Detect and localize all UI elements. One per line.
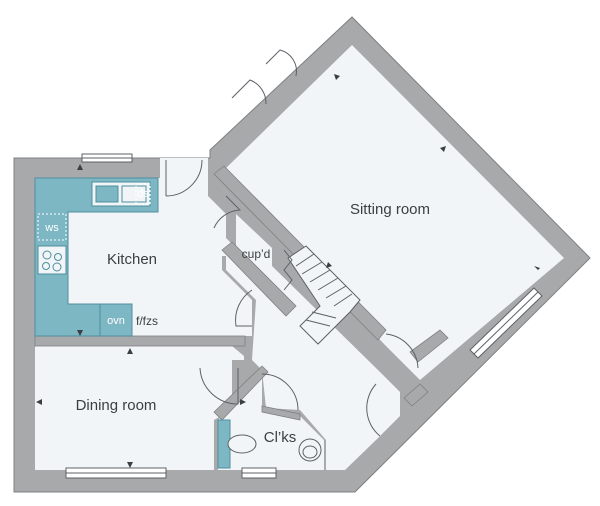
label-oven: ovn [107, 315, 125, 327]
kitchen-units [34, 177, 159, 337]
windows [65, 153, 543, 479]
label-washer: ws [44, 222, 59, 234]
washer-unit [37, 213, 67, 241]
hall-floor [226, 214, 400, 470]
hob [37, 245, 67, 275]
room-label-dining: Dining room [76, 397, 157, 414]
doors [165, 49, 419, 437]
sitting-floor [224, 45, 564, 380]
lobby-floor [160, 158, 208, 196]
room-label-wc: Cl’ks [264, 429, 297, 446]
wc-fittings [217, 419, 322, 469]
label-cupboard: cup’d [242, 247, 271, 261]
kitchen-floor [35, 178, 252, 336]
label-fridge-freezer: f/fzs [136, 314, 158, 328]
room-label-kitchen: Kitchen [107, 251, 157, 268]
dimension-arrows [36, 74, 540, 468]
label-dishwasher: ds [137, 188, 149, 200]
worktop [34, 177, 159, 337]
staircase [283, 245, 361, 345]
dining-floor [35, 346, 244, 470]
toilet [227, 434, 257, 454]
oven-unit [99, 303, 133, 337]
room-label-sitting: Sitting room [350, 201, 430, 218]
